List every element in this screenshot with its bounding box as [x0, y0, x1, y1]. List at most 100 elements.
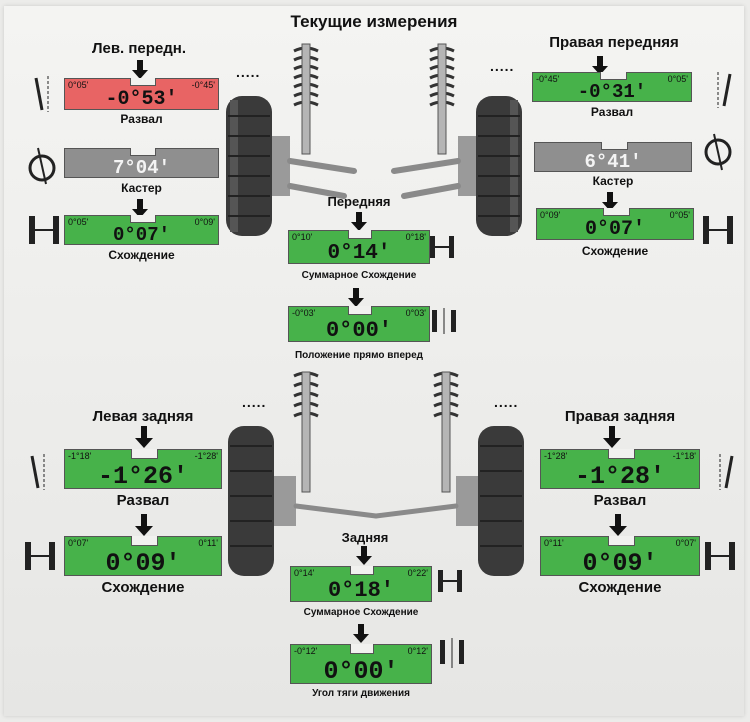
rear-section-label: Задняя: [341, 530, 389, 545]
gauge-notch: [600, 72, 627, 80]
front-left-label: Лев. передн.: [91, 40, 187, 57]
thrust-angle-gauge: -0°12' 0°12' 0°00': [290, 644, 432, 684]
alignment-report: Текущие измерения: [4, 6, 744, 716]
gauge-notch: [348, 230, 372, 239]
gauge-max-limit: 0°18': [405, 232, 426, 242]
gauge-max-limit: 0°05': [667, 74, 688, 84]
gauge-max-limit: 0°05': [669, 210, 690, 220]
front-total-toe-label: Суммарное Схождение: [301, 270, 417, 281]
total-toe-glyph-icon: [430, 236, 454, 258]
front-total-toe-gauge: 0°10' 0°18' 0°14': [288, 230, 430, 264]
gauge-value: -0°53': [105, 88, 178, 111]
front-right-camber-label: Развал: [590, 105, 634, 119]
rear-right-toe-gauge: 0°11' 0°07' 0°09': [540, 536, 700, 576]
gauge-min-limit: 0°05': [68, 217, 89, 227]
left-toe-glyph-icon: [29, 216, 59, 244]
rear-left-camber-glyph-icon: [30, 454, 45, 490]
front-right-caster-label: Кастер: [592, 174, 634, 188]
rear-left-camber-label: Развал: [116, 492, 170, 509]
rear-right-camber-glyph-icon: [719, 454, 734, 490]
rear-left-dots: .....: [242, 394, 267, 410]
rear-right-label: Правая задняя: [564, 408, 676, 425]
page-title: Текущие измерения: [290, 12, 458, 31]
gauge-notch: [130, 215, 156, 223]
gauge-value: 6°41': [584, 151, 642, 173]
thrust-angle-glyph-icon: [440, 638, 464, 668]
gauge-value: 0°09': [105, 549, 181, 578]
gauge-value: 0°09': [582, 549, 658, 578]
front-left-toe-label: Схождение: [108, 248, 175, 262]
rear-total-toe-label: Суммарное Схождение: [303, 607, 419, 618]
front-right-dots: .....: [490, 58, 515, 74]
rear-left-toe-label: Схождение: [101, 579, 185, 596]
gauge-min-limit: 0°09': [540, 210, 561, 220]
gauge-value: 0°00': [325, 318, 392, 343]
front-left-caster-gauge: 7°04': [64, 148, 219, 178]
gauge-value: 0°14': [327, 242, 391, 265]
gauge-value: 0°00': [323, 657, 399, 686]
gauge-min-limit: 0°05': [68, 80, 89, 90]
right-caster-glyph-icon: [704, 133, 732, 171]
rear-total-toe-glyph-icon: [438, 570, 462, 592]
front-right-label: Правая передняя: [549, 34, 679, 51]
front-right-camber-gauge: -0°45' 0°05' -0°31': [532, 72, 692, 102]
right-camber-glyph-icon: [717, 72, 732, 108]
gauge-value: -0°31': [577, 81, 647, 103]
rear-left-camber-gauge: -1°18'-1°28'-1°26': [64, 449, 222, 489]
gauge-value: 0°07': [584, 218, 645, 241]
gauge-notch: [348, 306, 372, 315]
gauge-min-limit: -0°03': [292, 308, 316, 318]
gauge-notch: [350, 566, 374, 575]
rear-right-toe-glyph-icon: [705, 542, 735, 570]
gauge-notch: [131, 536, 158, 546]
gauge-min-limit: -1°28': [544, 451, 568, 461]
front-section-label: Передняя: [327, 194, 391, 209]
straight-ahead-gauge: -0°03' 0°03' 0°00': [288, 306, 430, 342]
gauge-min-limit: -1°18': [68, 451, 92, 461]
rear-right-camber-gauge: -1°28' -1°18' -1°28': [540, 449, 700, 489]
gauge-max-limit: 0°11': [198, 538, 218, 548]
rear-left-toe-glyph-icon: [25, 542, 55, 570]
gauge-max-limit: 0°07': [675, 538, 696, 548]
gauge-max-limit: 0°12': [407, 646, 428, 656]
gauge-min-limit: 0°14': [294, 568, 315, 578]
gauge-notch: [130, 78, 156, 86]
gauge-notch: [608, 536, 635, 546]
gauge-value: 0°18': [327, 578, 394, 603]
front-right-toe-label: Схождение: [581, 244, 649, 258]
right-toe-glyph-icon: [703, 216, 733, 244]
straight-ahead-label: Положение прямо вперед: [294, 350, 424, 361]
gauge-max-limit: 0°09': [194, 217, 215, 227]
gauge-value: 0°07': [112, 224, 170, 246]
gauge-min-limit: -0°45': [536, 74, 560, 84]
gauge-max-limit: -0°45': [191, 80, 215, 90]
left-camber-glyph-icon: [34, 76, 49, 112]
rear-total-toe-gauge: 0°14' 0°22' 0°18': [290, 566, 432, 602]
front-suspension-illustration: [226, 43, 522, 236]
gauge-min-limit: 0°11': [544, 538, 564, 548]
gauge-notch: [350, 644, 374, 654]
gauge-min-limit: 0°07': [68, 538, 89, 548]
gauge-notch: [608, 449, 635, 459]
front-left-camber-label: Развал: [120, 112, 163, 126]
gauge-min-limit: 0°10': [292, 232, 313, 242]
gauge-value: -1°26': [97, 462, 188, 491]
rear-right-dots: .....: [494, 394, 519, 410]
left-caster-glyph-icon: [28, 147, 56, 185]
gauge-value: -1°28': [574, 462, 665, 491]
rear-suspension-illustration: [228, 371, 524, 576]
gauge-notch: [131, 449, 158, 459]
gauge-notch: [601, 142, 628, 150]
straight-ahead-glyph-icon: [432, 308, 456, 334]
front-left-toe-gauge: 0°05' 0°09' 0°07': [64, 215, 219, 245]
gauge-notch: [603, 208, 630, 216]
gauge-max-limit: 0°03': [405, 308, 426, 318]
gauge-max-limit: 0°22': [407, 568, 428, 578]
front-right-toe-gauge: 0°09' 0°05' 0°07': [536, 208, 694, 240]
gauge-min-limit: -0°12': [294, 646, 318, 656]
rear-left-label: Левая задняя: [92, 408, 194, 425]
rear-right-camber-label: Развал: [593, 492, 647, 509]
rear-right-toe-label: Схождение: [578, 579, 662, 596]
front-left-camber-gauge: 0°05' -0°45' -0°53': [64, 78, 219, 110]
gauge-max-limit: -1°18': [672, 451, 696, 461]
